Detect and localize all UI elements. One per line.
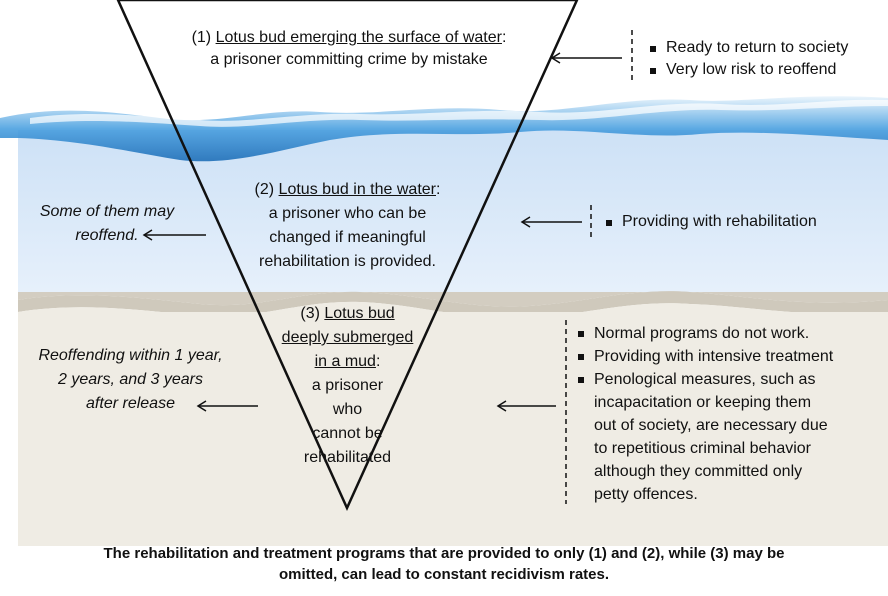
- list-item: Providing with rehabilitation: [604, 211, 874, 233]
- water-surface-wave: [0, 96, 888, 162]
- level1-number: (1): [191, 29, 216, 46]
- caption: The rehabilitation and treatment program…: [20, 543, 868, 585]
- lotus-bud-triangle: [116, 0, 579, 512]
- level2-description-line: a prisoner who can be: [268, 205, 427, 222]
- mud-band-lower: [18, 291, 888, 319]
- level1-title: Lotus bud emerging the surface of water: [215, 29, 502, 46]
- level2-left-note: Some of them may reoffend.: [39, 203, 175, 244]
- arrow-right-top: [550, 52, 622, 64]
- level2-description-line: changed if meaningful: [269, 229, 426, 246]
- level3-label: (3) Lotus bud deeply submerged in a mud:…: [281, 305, 414, 466]
- level2-number: (2): [254, 181, 279, 198]
- level2-description-line: rehabilitation is provided.: [259, 253, 436, 270]
- level1-description: a prisoner committing crime by mistake: [210, 51, 488, 68]
- level2-label: (2) Lotus bud in the water: a prisoner w…: [254, 181, 441, 270]
- level1-bullets: Ready to return to society Very low risk…: [648, 37, 883, 81]
- mud-layer: [18, 312, 888, 546]
- list-item: Normal programs do not work.: [576, 322, 881, 345]
- level2-bullets: Providing with rehabilitation: [604, 211, 874, 233]
- arrow-left-bottom: [196, 400, 258, 412]
- level3-title-line: in a mud: [314, 353, 376, 370]
- level2-title: Lotus bud in the water: [278, 181, 436, 198]
- level3-left-note: Reoffending within 1 year, 2 years, and …: [38, 347, 223, 412]
- level3-title-line: Lotus bud: [324, 305, 395, 322]
- arrow-right-bottom: [496, 400, 556, 412]
- mud-band: [18, 291, 888, 307]
- level3-description-line: cannot be: [312, 425, 383, 442]
- level3-bullets: Normal programs do not work. Providing w…: [576, 322, 881, 506]
- caption-line: The rehabilitation and treatment program…: [103, 545, 785, 562]
- level3-number: (3): [300, 305, 325, 322]
- list-item: Penological measures, such as incapacita…: [576, 368, 881, 506]
- arrow-right-middle: [520, 216, 582, 228]
- caption-line: omitted, can lead to constant recidivism…: [278, 566, 610, 583]
- list-item: Providing with intensive treatment: [576, 345, 881, 368]
- list-item: Very low risk to reoffend: [648, 59, 883, 81]
- level1-label: (1) Lotus bud emerging the surface of wa…: [191, 29, 507, 68]
- list-item: Ready to return to society: [648, 37, 883, 59]
- arrow-left-middle: [142, 229, 206, 241]
- level3-title-line: deeply submerged: [281, 329, 414, 346]
- level3-description-line: rehabilitated: [303, 449, 392, 466]
- level3-description-line: who: [332, 401, 363, 418]
- level3-description-line: a prisoner: [311, 377, 384, 394]
